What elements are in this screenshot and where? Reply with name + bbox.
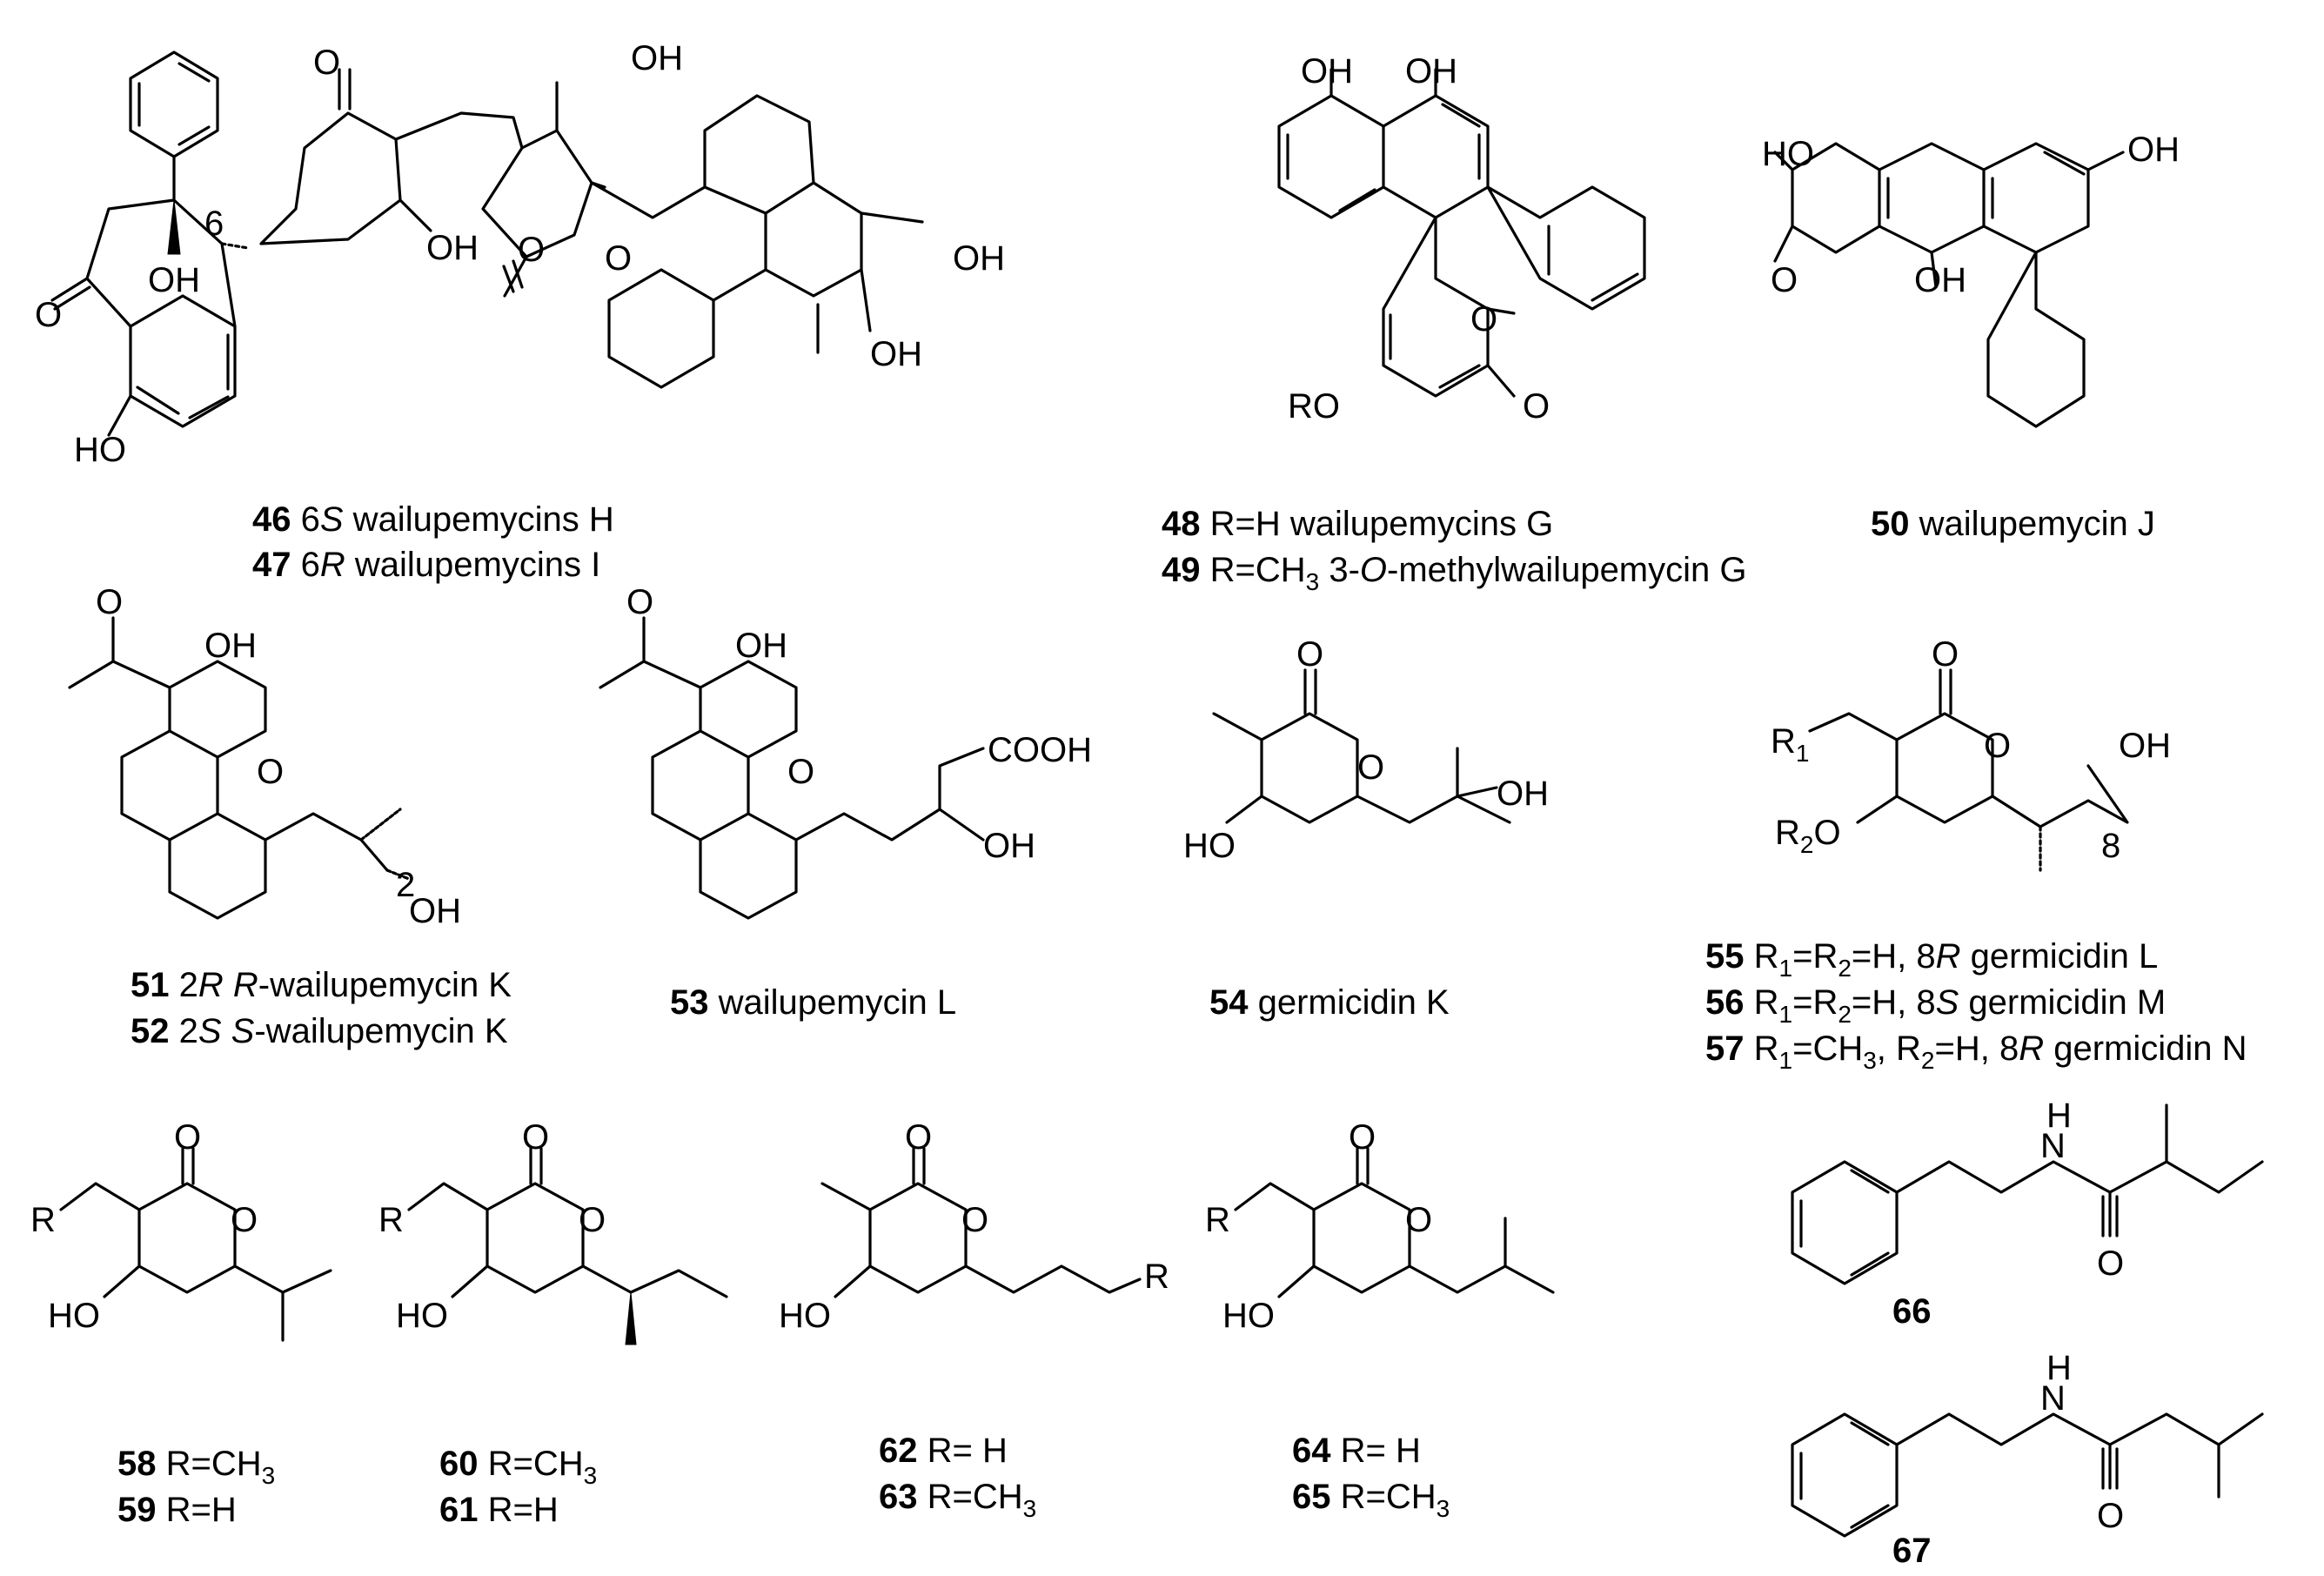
atom-o-48b: O [1523, 387, 1550, 426]
atom-ho-60: HO [396, 1297, 448, 1335]
atom-o-58a: O [174, 1118, 201, 1157]
label-8: 8 [2101, 827, 2120, 865]
atom-ho-62: HO [779, 1297, 831, 1335]
atom-r-58: R [30, 1201, 56, 1239]
caption-54: 54 germicidin K [1209, 983, 1450, 1022]
structure-62-63: O O R HO [779, 1118, 1169, 1335]
atom-r1: R1 [1771, 722, 1809, 767]
structure-46-47: O OH OH O O OH OH OH O HO 6 [35, 39, 1005, 469]
atom-o-66: O [2097, 1244, 2124, 1283]
structure-66: N H O [1791, 1096, 2264, 1285]
atom-oh-46d: OH [870, 335, 922, 373]
caption-52: 52 2S S-wailupemycin K [131, 1012, 508, 1050]
atom-o-58b: O [231, 1201, 258, 1239]
atom-oh-53a: OH [735, 627, 787, 665]
atom-oh-46a: OH [631, 39, 683, 77]
atom-o-46: O [313, 44, 340, 82]
caption-53: 53 wailupemycin L [670, 983, 956, 1022]
caption-46: 46 6S wailupemycins H [252, 500, 614, 539]
structure-53: OH O O COOH OH [599, 583, 1092, 920]
atom-o-54b: O [1357, 748, 1384, 787]
atom-oh-50a: OH [2127, 131, 2180, 169]
caption-50: 50 wailupemycin J [1871, 505, 2155, 543]
atom-o-60a: O [522, 1118, 549, 1157]
atom-ro-48: RO [1288, 387, 1340, 426]
atom-o-64b: O [1405, 1201, 1432, 1239]
structure-51-52: OH O O OH 2 [68, 583, 461, 930]
atom-o-53b: O [787, 753, 814, 791]
atom-o-62b: O [961, 1201, 988, 1239]
atom-oh-50b: OH [1914, 261, 1966, 299]
atom-n-66: N [2040, 1127, 2066, 1165]
caption-63: 63 R=CH3 [879, 1478, 1036, 1522]
atom-o-64a: O [1349, 1118, 1376, 1157]
atom-oh-46b: OH [426, 229, 479, 267]
structure-58-59: O O R HO [30, 1118, 332, 1342]
atom-o-55a: O [1932, 635, 1959, 674]
caption-59: 59 R=H [117, 1491, 237, 1529]
atom-ho-58: HO [48, 1297, 100, 1335]
caption-67: 67 [1892, 1532, 1932, 1570]
atom-r-62: R [1144, 1257, 1169, 1296]
atom-o-46d: O [35, 296, 62, 334]
caption-62: 62 R= H [879, 1432, 1008, 1470]
atom-ho-46: HO [74, 431, 126, 469]
caption-57: 57 R1=CH3, R2=H, 8R germicidin N [1705, 1029, 2247, 1074]
atom-oh-55: OH [2119, 727, 2171, 765]
atom-o-55b: O [1984, 727, 2011, 765]
atom-oh-51: OH [204, 627, 257, 665]
caption-65: 65 R=CH3 [1292, 1478, 1450, 1522]
atom-ho-50: HO [1762, 135, 1814, 173]
atom-o-50: O [1771, 261, 1798, 299]
atom-r-64: R [1205, 1201, 1230, 1239]
atom-ho-54: HO [1183, 827, 1236, 865]
atom-h-67: H [2046, 1349, 2072, 1387]
atom-n-67: N [2040, 1379, 2066, 1418]
caption-60: 60 R=CH3 [439, 1445, 597, 1489]
caption-61: 61 R=H [439, 1491, 559, 1529]
caption-55: 55 R1=R2=H, 8R germicidin L [1705, 937, 2158, 982]
atom-oh-54: OH [1497, 775, 1549, 813]
atom-o-67: O [2097, 1497, 2124, 1535]
caption-48: 48 R=H wailupemycins G [1162, 505, 1553, 543]
atom-oh-51b: OH [409, 892, 461, 930]
atom-oh-48a: OH [1301, 52, 1353, 91]
atom-ho-64: HO [1222, 1297, 1275, 1335]
structure-48-49: OH OH O O RO [1277, 52, 1646, 426]
structure-50: HO OH O OH [1762, 131, 2180, 428]
caption-56: 56 R1=R2=H, 8S germicidin M [1705, 983, 2166, 1028]
caption-49: 49 R=CH3 3-O-methylwailupemycin G [1162, 551, 1747, 595]
caption-64: 64 R= H [1292, 1432, 1421, 1470]
caption-66: 66 [1892, 1292, 1932, 1331]
atom-o-60b: O [579, 1201, 606, 1239]
structure-67: N H O [1791, 1349, 2264, 1538]
atom-cooh-53: COOH [988, 731, 1092, 769]
structure-55-57: O O OH 8 R1 R2O [1771, 635, 2171, 872]
atom-o-48a: O [1470, 300, 1497, 339]
atom-o-51a: O [96, 583, 123, 621]
atom-o-46b: O [518, 231, 545, 269]
atom-r2o: R2O [1775, 814, 1841, 858]
caption-51: 51 2R R-wailupemycin K [131, 966, 512, 1004]
caption-58: 58 R=CH3 [117, 1445, 275, 1489]
atom-oh-46c: OH [953, 239, 1005, 278]
structure-54: O O HO OH [1183, 635, 1549, 865]
label-2: 2 [396, 866, 415, 904]
atom-o-54a: O [1296, 635, 1323, 674]
structure-60-61: O O R HO [378, 1118, 728, 1345]
atom-oh-48b: OH [1405, 52, 1457, 91]
atom-oh-46e: OH [148, 261, 200, 299]
atom-o-51b: O [257, 753, 284, 791]
structure-64-65: O O R HO [1205, 1118, 1555, 1335]
atom-r-60: R [378, 1201, 404, 1239]
caption-47: 47 6R wailupemycins I [252, 546, 600, 584]
atom-o-53: O [626, 583, 653, 621]
atom-o-62a: O [905, 1118, 932, 1157]
atom-h-66: H [2046, 1096, 2072, 1135]
label-6: 6 [204, 205, 224, 243]
atom-o-46c: O [605, 239, 632, 278]
atom-oh-53b: OH [983, 827, 1035, 865]
